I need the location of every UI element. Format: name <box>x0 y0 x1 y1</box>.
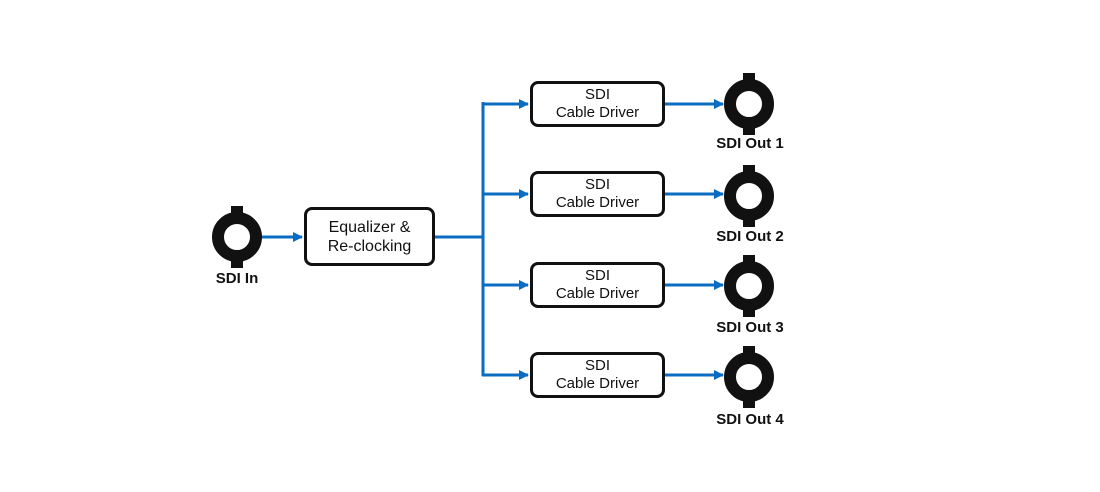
cable-driver-1: SDI Cable Driver <box>530 81 665 127</box>
sdi-output-label-2: SDI Out 2 <box>716 228 784 245</box>
equalizer-line-2: Re-clocking <box>327 237 412 255</box>
driver-line-2: Cable Driver <box>555 375 640 392</box>
bnc-connector-icon <box>724 255 774 317</box>
bnc-connector-icon <box>724 165 774 227</box>
sdi-output-label-4: SDI Out 4 <box>716 411 784 428</box>
cable-driver-4: SDI Cable Driver <box>530 352 665 398</box>
driver-line-2: Cable Driver <box>555 285 640 302</box>
sdi-output-label-1: SDI Out 1 <box>716 135 784 152</box>
bnc-connector-icon <box>724 346 774 408</box>
equalizer-reclocking-block: Equalizer & Re-clocking <box>304 207 435 266</box>
sdi-input-label: SDI In <box>215 270 259 287</box>
bnc-connector-icon <box>724 73 774 135</box>
driver-line-1: SDI <box>584 86 610 103</box>
driver-line-2: Cable Driver <box>555 104 640 121</box>
driver-line-1: SDI <box>584 267 610 284</box>
cable-driver-3: SDI Cable Driver <box>530 262 665 308</box>
equalizer-line-1: Equalizer & <box>328 218 411 236</box>
sdi-output-label-3: SDI Out 3 <box>716 319 784 336</box>
cable-driver-2: SDI Cable Driver <box>530 171 665 217</box>
driver-line-1: SDI <box>584 176 610 193</box>
driver-line-2: Cable Driver <box>555 194 640 211</box>
bnc-connector-icon <box>212 206 262 268</box>
driver-line-1: SDI <box>584 357 610 374</box>
